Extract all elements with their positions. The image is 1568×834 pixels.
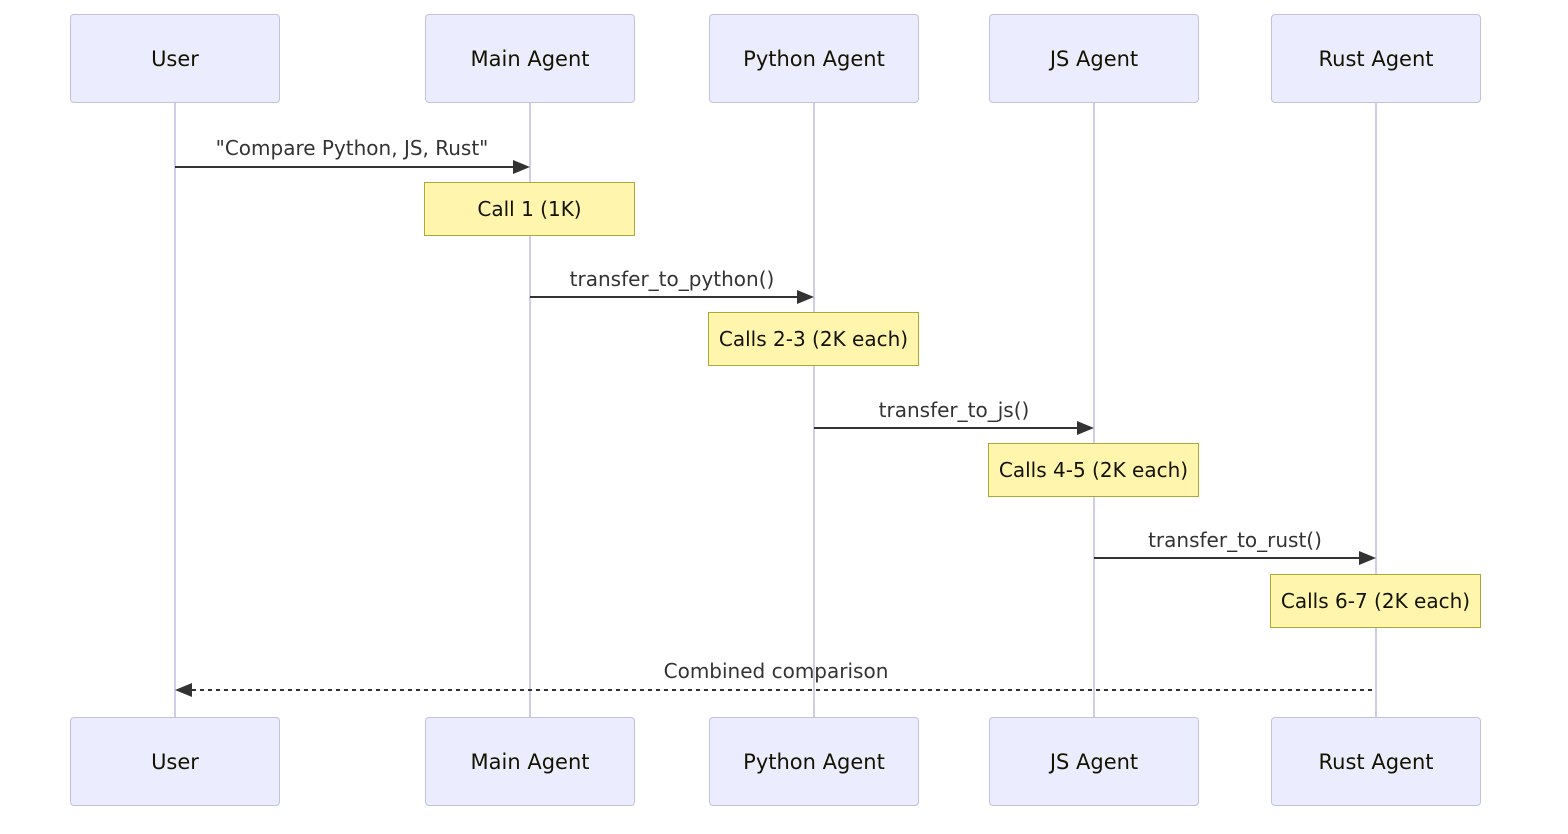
- actor-rust-agent-bottom: Rust Agent: [1271, 717, 1481, 806]
- message-line-transfer-to-rust: [1094, 557, 1360, 559]
- actor-label: Main Agent: [470, 749, 590, 774]
- arrow-right-icon: [1359, 551, 1376, 565]
- actor-main-agent-bottom: Main Agent: [425, 717, 635, 806]
- actor-user-bottom: User: [70, 717, 280, 806]
- note-label: Calls 2-3 (2K each): [718, 327, 909, 351]
- actor-label: JS Agent: [1049, 46, 1139, 71]
- lifeline-main-agent: [529, 103, 531, 717]
- note-call-1: Call 1 (1K): [424, 182, 635, 236]
- arrow-right-icon: [1077, 421, 1094, 435]
- actor-main-agent-top: Main Agent: [425, 14, 635, 103]
- actor-python-agent-top: Python Agent: [709, 14, 919, 103]
- actor-js-agent-top: JS Agent: [989, 14, 1199, 103]
- message-label-combined-comparison: Combined comparison: [663, 659, 889, 683]
- lifeline-rust-agent: [1375, 103, 1377, 717]
- actor-user-top: User: [70, 14, 280, 103]
- note-label: Calls 6-7 (2K each): [1280, 589, 1471, 613]
- message-line-compare: [175, 166, 515, 168]
- actor-js-agent-bottom: JS Agent: [989, 717, 1199, 806]
- actor-label: Python Agent: [743, 749, 885, 774]
- actor-label: User: [151, 749, 199, 774]
- message-label-compare: "Compare Python, JS, Rust": [215, 136, 489, 160]
- message-label-transfer-to-python: transfer_to_python(): [569, 267, 775, 291]
- note-calls-2-3: Calls 2-3 (2K each): [708, 312, 919, 366]
- note-calls-6-7: Calls 6-7 (2K each): [1270, 574, 1481, 628]
- message-label-transfer-to-js: transfer_to_js(): [878, 398, 1030, 422]
- arrow-right-icon: [797, 290, 814, 304]
- arrow-left-icon: [175, 683, 192, 697]
- message-label-transfer-to-rust: transfer_to_rust(): [1148, 528, 1322, 552]
- note-label: Calls 4-5 (2K each): [998, 458, 1189, 482]
- arrow-right-icon: [513, 160, 530, 174]
- actor-label: Rust Agent: [1318, 46, 1434, 71]
- lifeline-js-agent: [1093, 103, 1095, 717]
- actor-python-agent-bottom: Python Agent: [709, 717, 919, 806]
- actor-label: Python Agent: [743, 46, 885, 71]
- message-line-combined-comparison: [192, 689, 1376, 691]
- message-line-transfer-to-js: [814, 427, 1078, 429]
- actor-rust-agent-top: Rust Agent: [1271, 14, 1481, 103]
- lifeline-user: [174, 103, 176, 717]
- lifeline-python-agent: [813, 103, 815, 717]
- note-label: Call 1 (1K): [477, 197, 582, 221]
- actor-label: Rust Agent: [1318, 749, 1434, 774]
- actor-label: JS Agent: [1049, 749, 1139, 774]
- message-line-transfer-to-python: [530, 296, 798, 298]
- actor-label: Main Agent: [470, 46, 590, 71]
- actor-label: User: [151, 46, 199, 71]
- note-calls-4-5: Calls 4-5 (2K each): [988, 443, 1199, 497]
